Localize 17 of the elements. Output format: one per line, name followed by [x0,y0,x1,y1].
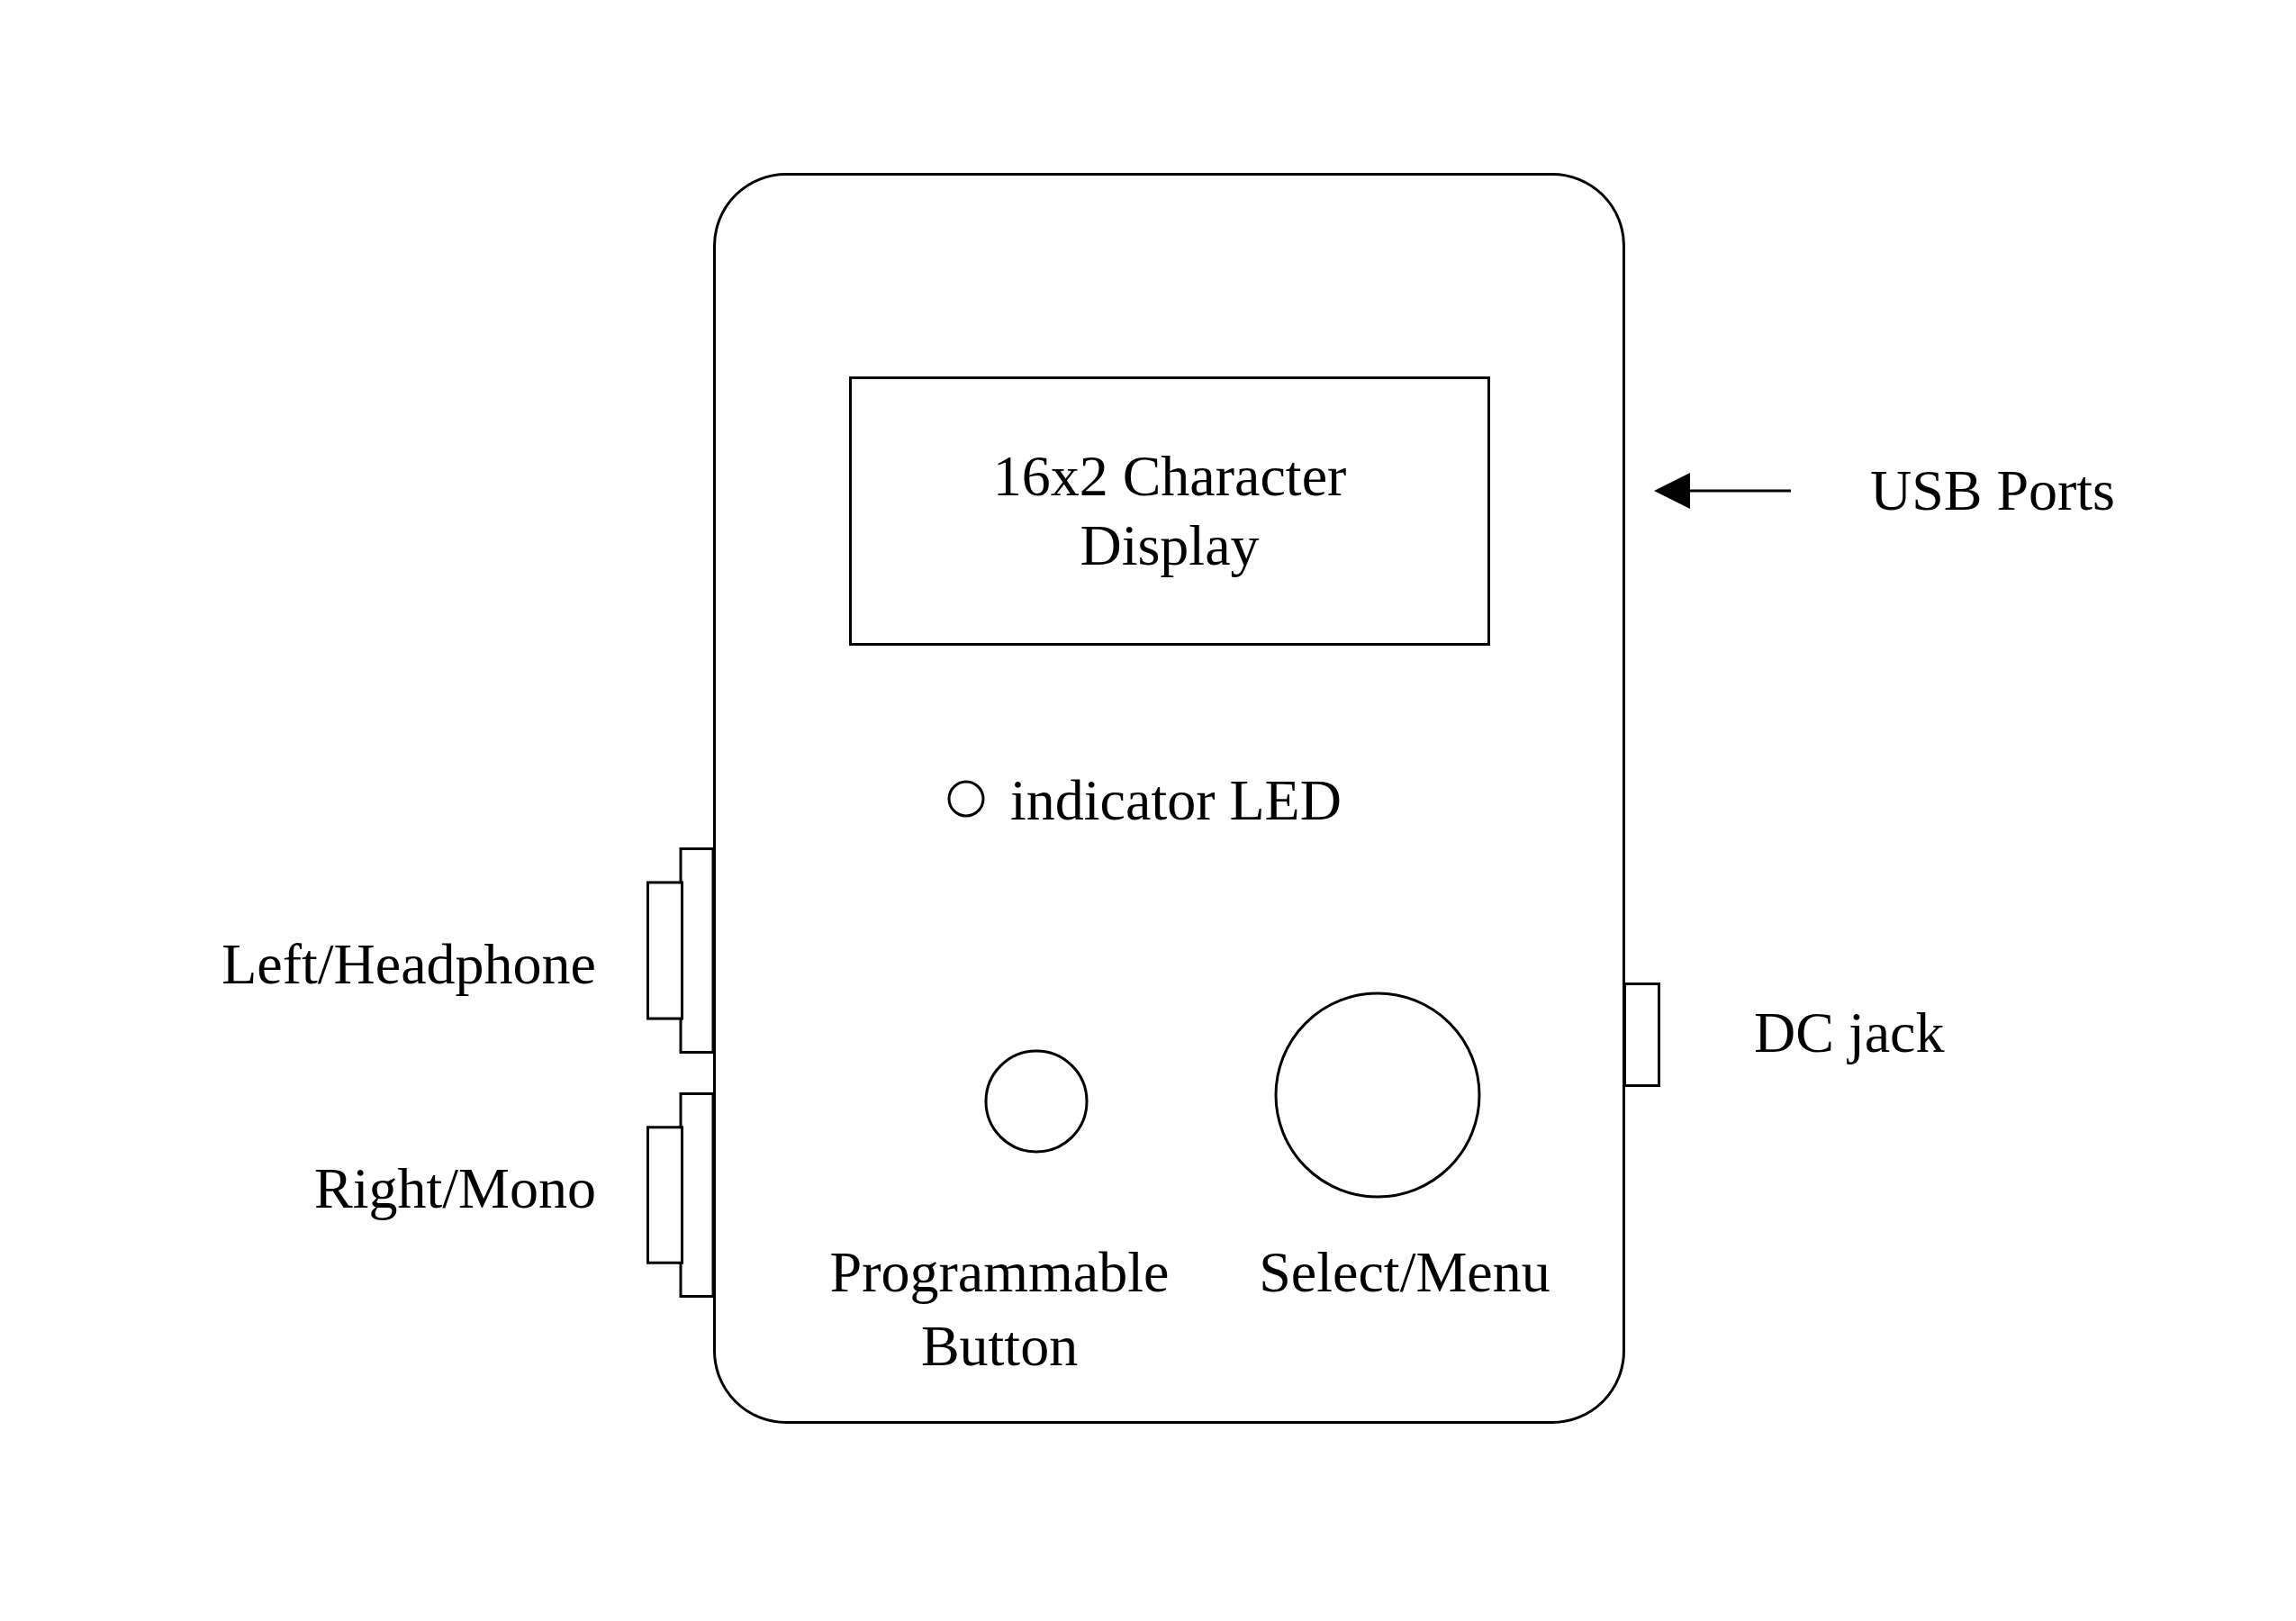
part-label: Right/Mono [313,1155,596,1222]
jack-connector [646,847,715,1054]
arrow [1654,473,1791,509]
part-label: Select/Menu [1258,1239,1551,1306]
push-button [984,1049,1089,1154]
jack-connector [1623,983,1660,1087]
part-label: Left/Headphone [221,931,596,998]
port-label: USB Ports [1791,455,2115,527]
part-label: Programmable Button [828,1239,1171,1380]
display-label: 16x2 Character Display [991,442,1348,579]
part-label: indicator LED [1010,767,1342,834]
jack-connector [646,1092,715,1298]
device-body [713,173,1625,1424]
push-button [1274,992,1481,1199]
led-circle [947,780,985,818]
part-label: DC jack [1754,1000,1946,1066]
character-display [849,376,1490,646]
